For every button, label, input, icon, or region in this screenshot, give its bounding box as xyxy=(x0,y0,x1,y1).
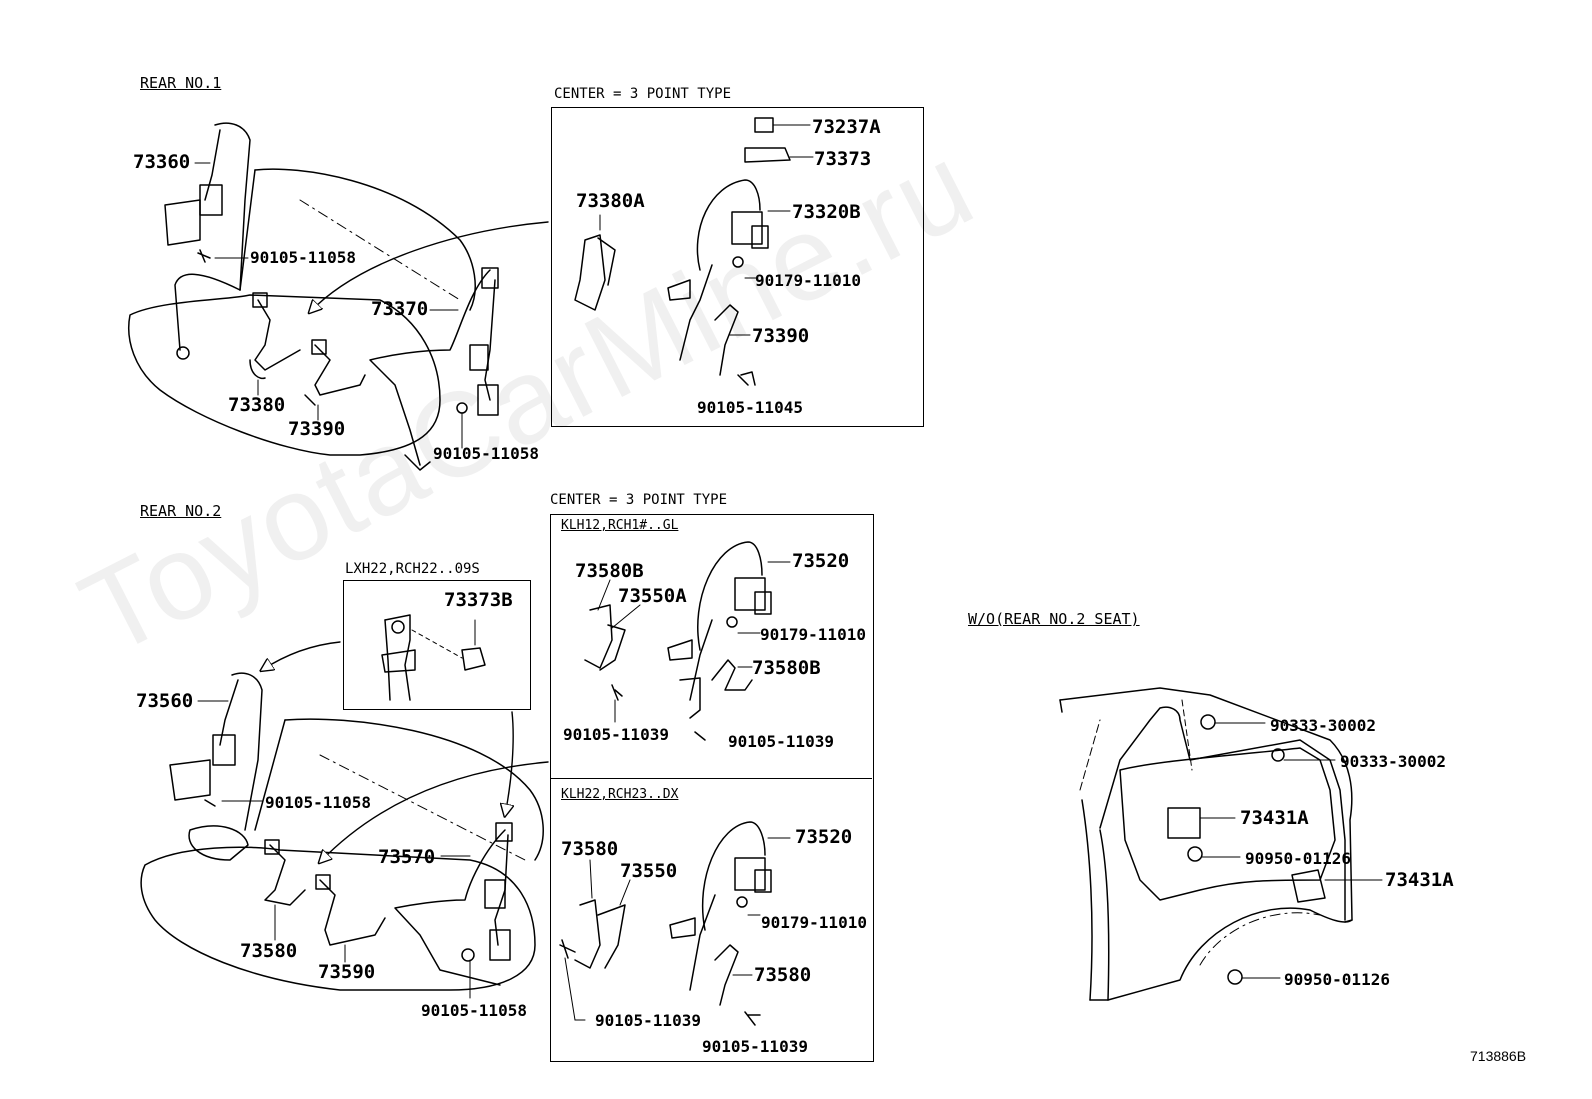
part-label-73237A: 73237A xyxy=(812,116,881,138)
rear1-center-box xyxy=(551,107,924,427)
part-label-90950-01126: 90950-01126 xyxy=(1245,849,1351,868)
part-label-90105-11058: 90105-11058 xyxy=(421,1001,527,1020)
part-label-90179-11010: 90179-11010 xyxy=(761,913,867,932)
part-label-73380A: 73380A xyxy=(576,190,645,212)
part-label-73580: 73580 xyxy=(754,964,812,986)
rear1-center-parts-drawing xyxy=(574,117,814,386)
buckle-73590-drawing xyxy=(315,874,386,946)
rear1-leaders xyxy=(194,162,463,449)
retractor-73360-drawing xyxy=(164,122,251,360)
center-belt-73570-drawing xyxy=(394,822,513,986)
inset-arrow-down xyxy=(505,711,513,815)
center-belt-73370-drawing xyxy=(369,267,499,471)
part-label-90105-11058: 90105-11058 xyxy=(433,444,539,463)
inset-parts-drawing xyxy=(381,614,486,701)
part-label-73580: 73580 xyxy=(561,838,619,860)
rear1-center-arrow xyxy=(310,221,549,312)
rear2-center-upper-drawing xyxy=(584,541,791,741)
part-label-73550: 73550 xyxy=(620,860,678,882)
part-label-73380: 73380 xyxy=(228,394,286,416)
part-label-73520: 73520 xyxy=(795,826,853,848)
rear2-center-lower-drawing xyxy=(559,821,791,1026)
part-label-90105-11039: 90105-11039 xyxy=(728,732,834,751)
part-label-73580: 73580 xyxy=(240,940,298,962)
part-label-73320B: 73320B xyxy=(792,201,861,223)
part-label-73431A: 73431A xyxy=(1385,869,1454,891)
part-label-90333-30002: 90333-30002 xyxy=(1340,752,1446,771)
rear2-center-box xyxy=(550,514,874,1062)
part-label-90105-11039: 90105-11039 xyxy=(563,725,669,744)
rear2-center-arrow xyxy=(320,761,549,862)
rear2-center-divider xyxy=(550,778,872,779)
part-label-73373B: 73373B xyxy=(444,589,513,611)
part-label-73360: 73360 xyxy=(133,151,191,173)
wo-rear2-body-panel xyxy=(1059,687,1383,1001)
rear2-seat-cushion xyxy=(140,718,544,991)
section-title-rear2-center: CENTER = 3 POINT TYPE xyxy=(550,492,728,508)
part-label-90950-01126: 90950-01126 xyxy=(1284,970,1390,989)
part-label-73570: 73570 xyxy=(378,846,436,868)
buckle-73380-drawing xyxy=(249,292,301,380)
section-title-rear2: REAR NO.2 xyxy=(140,502,222,520)
section-title-rear1-center: CENTER = 3 POINT TYPE xyxy=(554,86,732,102)
part-label-73580B: 73580B xyxy=(575,560,644,582)
diagram-reference-number: 713886B xyxy=(1470,1048,1527,1064)
part-label-73390: 73390 xyxy=(288,418,346,440)
section-subtitle-klh22: KLH22,RCH23..DX xyxy=(561,787,679,802)
part-label-90105-11039: 90105-11039 xyxy=(702,1037,808,1056)
part-label-73373: 73373 xyxy=(814,148,872,170)
part-label-73431A: 73431A xyxy=(1240,807,1309,829)
section-title-rear1: REAR NO.1 xyxy=(140,74,222,92)
part-label-90105-11039: 90105-11039 xyxy=(595,1011,701,1030)
part-label-73580B: 73580B xyxy=(752,657,821,679)
part-label-73370: 73370 xyxy=(371,298,429,320)
part-label-90333-30002: 90333-30002 xyxy=(1270,716,1376,735)
part-label-73550A: 73550A xyxy=(618,585,687,607)
part-label-73520: 73520 xyxy=(792,550,850,572)
buckle-73390-drawing xyxy=(304,339,366,406)
buckle-73580-drawing xyxy=(264,839,306,906)
section-title-lxh22: LXH22,RCH22..09S xyxy=(345,561,480,577)
part-label-73390: 73390 xyxy=(752,325,810,347)
part-label-90105-11058: 90105-11058 xyxy=(250,248,356,267)
part-label-73590: 73590 xyxy=(318,961,376,983)
part-label-90179-11010: 90179-11010 xyxy=(760,625,866,644)
part-label-90105-11058: 90105-11058 xyxy=(265,793,371,812)
inset-arrow-left xyxy=(262,641,341,670)
rear1-seat-cushion xyxy=(128,168,476,456)
section-subtitle-klh12: KLH12,RCH1#..GL xyxy=(561,518,679,533)
retractor-73560-drawing xyxy=(169,672,263,861)
part-label-90179-11010: 90179-11010 xyxy=(755,271,861,290)
part-label-73560: 73560 xyxy=(136,690,194,712)
rear2-leaders xyxy=(197,700,471,999)
part-label-90105-11045: 90105-11045 xyxy=(697,398,803,417)
rear2-inset-box xyxy=(343,580,531,710)
section-title-wo-rear2: W/O(REAR NO.2 SEAT) xyxy=(968,610,1140,628)
